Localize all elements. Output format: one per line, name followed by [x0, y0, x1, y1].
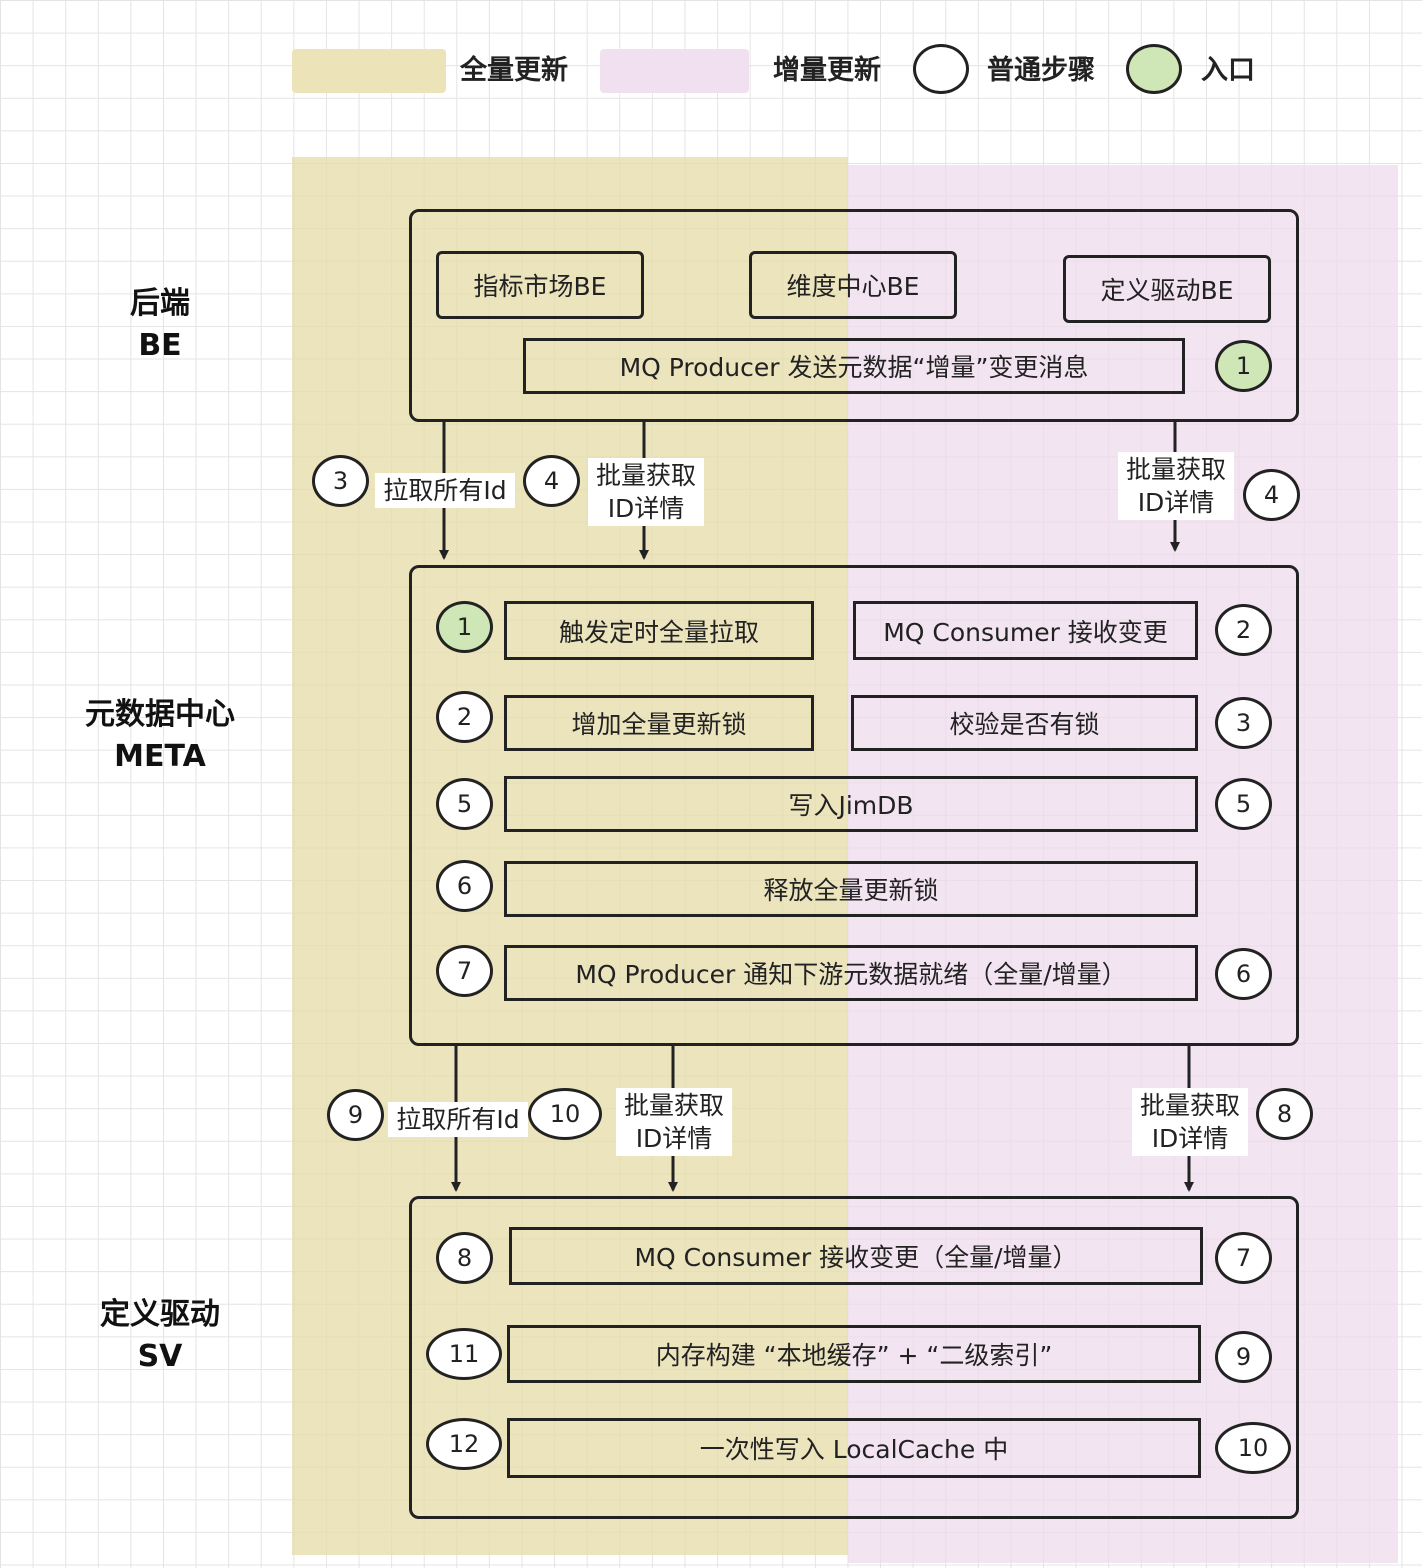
edge-label-meta-batch-inc-line2: ID详情 [1151, 1124, 1229, 1153]
legend-full-swatch [292, 49, 446, 93]
row-label-backend-line2: BE [138, 328, 182, 363]
sv-build-local-cache-index: 内存构建 “本地缓存” + “二级索引” [507, 1325, 1201, 1383]
edge-label-be-pull-all: 拉取所有Id [375, 473, 515, 508]
sv-group [409, 1196, 1299, 1519]
row-label-meta-line1: 元数据中心 [85, 697, 235, 732]
meta-release-full-update-lock: 释放全量更新锁 [504, 861, 1198, 917]
edge-label-be-batch-inc-line2: ID详情 [1137, 488, 1215, 517]
row-label-sv-line1: 定义驱动 [100, 1297, 220, 1332]
edge-label-meta-batch-full-line2: ID详情 [635, 1124, 713, 1153]
edge-label-be-batch-full-line2: ID详情 [607, 494, 685, 523]
full-update-zone [292, 157, 848, 1555]
legend-normal-step-label: 普通步骤 [987, 55, 1095, 86]
legend-normal-step-circle [913, 44, 969, 94]
step-badge-meta-left-7: 7 [436, 945, 493, 997]
edge-label-be-batch-inc-line1: 批量获取 [1125, 455, 1226, 484]
service-definition-driver-be: 定义驱动BE [1063, 255, 1271, 323]
step-badge-meta-right-2: 2 [1215, 604, 1272, 656]
legend-entry-circle [1126, 44, 1182, 94]
edge-label-meta-batch-full-line1: 批量获取 [623, 1091, 724, 1120]
meta-mq-producer-notify-downstream: MQ Producer 通知下游元数据就绪（全量/增量） [504, 945, 1198, 1001]
service-dimension-center-be: 维度中心BE [749, 251, 957, 319]
step-badge-be-batch-full: 4 [523, 455, 580, 507]
row-label-sv-line2: SV [137, 1339, 183, 1374]
meta-check-lock: 校验是否有锁 [851, 695, 1198, 751]
row-label-backend-line1: 后端 [130, 286, 190, 321]
meta-group [409, 565, 1299, 1046]
edge-label-be-batch-full: 批量获取 ID详情 [588, 458, 704, 526]
step-badge-sv-left-8: 8 [436, 1232, 493, 1284]
step-badge-meta-left-5: 5 [436, 778, 493, 830]
legend-incremental-swatch [600, 49, 749, 93]
mq-producer-incremental-message: MQ Producer 发送元数据“增量”变更消息 [523, 338, 1185, 394]
step-badge-sv-right-9: 9 [1215, 1331, 1272, 1383]
step-badge-sv-left-11: 11 [426, 1328, 502, 1380]
sv-mq-consumer-receive: MQ Consumer 接收变更（全量/增量） [509, 1227, 1203, 1285]
row-label-sv: 定义驱动 SV [80, 1294, 240, 1378]
step-badge-be-pull-all: 3 [312, 455, 369, 507]
backend-group [409, 209, 1299, 422]
legend-incremental-label: 增量更新 [773, 55, 881, 86]
meta-write-jimdb: 写入JimDB [504, 776, 1198, 832]
step-badge-meta-right-3: 3 [1215, 697, 1272, 749]
step-badge-meta-right-5: 5 [1215, 778, 1272, 830]
step-badge-sv-left-12: 12 [426, 1418, 502, 1470]
edge-label-be-batch-inc: 批量获取 ID详情 [1118, 452, 1234, 520]
legend-full-label: 全量更新 [460, 55, 568, 86]
row-label-meta-line2: META [114, 739, 206, 774]
edge-label-meta-batch-full: 批量获取 ID详情 [616, 1088, 732, 1156]
meta-add-full-update-lock: 增加全量更新锁 [504, 695, 814, 751]
meta-trigger-scheduled-full-pull: 触发定时全量拉取 [504, 601, 814, 660]
meta-mq-consumer-receive: MQ Consumer 接收变更 [853, 601, 1198, 660]
step-badge-meta-left-2: 2 [436, 691, 493, 743]
step-badge-meta-left-6: 6 [436, 860, 493, 912]
step-badge-be-batch-inc: 4 [1243, 469, 1300, 521]
incremental-update-zone [848, 165, 1398, 1563]
sv-write-local-cache: 一次性写入 LocalCache 中 [507, 1418, 1201, 1478]
step-badge-be-entry: 1 [1215, 340, 1272, 392]
step-badge-meta-batch-inc: 8 [1256, 1088, 1313, 1140]
step-badge-meta-left-1: 1 [436, 601, 493, 653]
edge-label-be-batch-full-line1: 批量获取 [595, 461, 696, 490]
step-badge-meta-pull-all: 9 [327, 1089, 384, 1141]
row-label-backend: 后端 BE [80, 283, 240, 367]
edge-label-meta-batch-inc-line1: 批量获取 [1139, 1091, 1240, 1120]
step-badge-meta-right-6: 6 [1215, 948, 1272, 1000]
step-badge-sv-right-10: 10 [1215, 1422, 1291, 1474]
step-badge-meta-batch-full: 10 [528, 1088, 602, 1140]
row-label-meta: 元数据中心 META [60, 694, 260, 778]
edge-label-meta-pull-all: 拉取所有Id [388, 1102, 528, 1137]
step-badge-sv-right-7: 7 [1215, 1232, 1272, 1284]
service-metric-market-be: 指标市场BE [436, 251, 644, 319]
legend-entry-label: 入口 [1201, 55, 1255, 86]
edge-label-meta-batch-inc: 批量获取 ID详情 [1132, 1088, 1248, 1156]
